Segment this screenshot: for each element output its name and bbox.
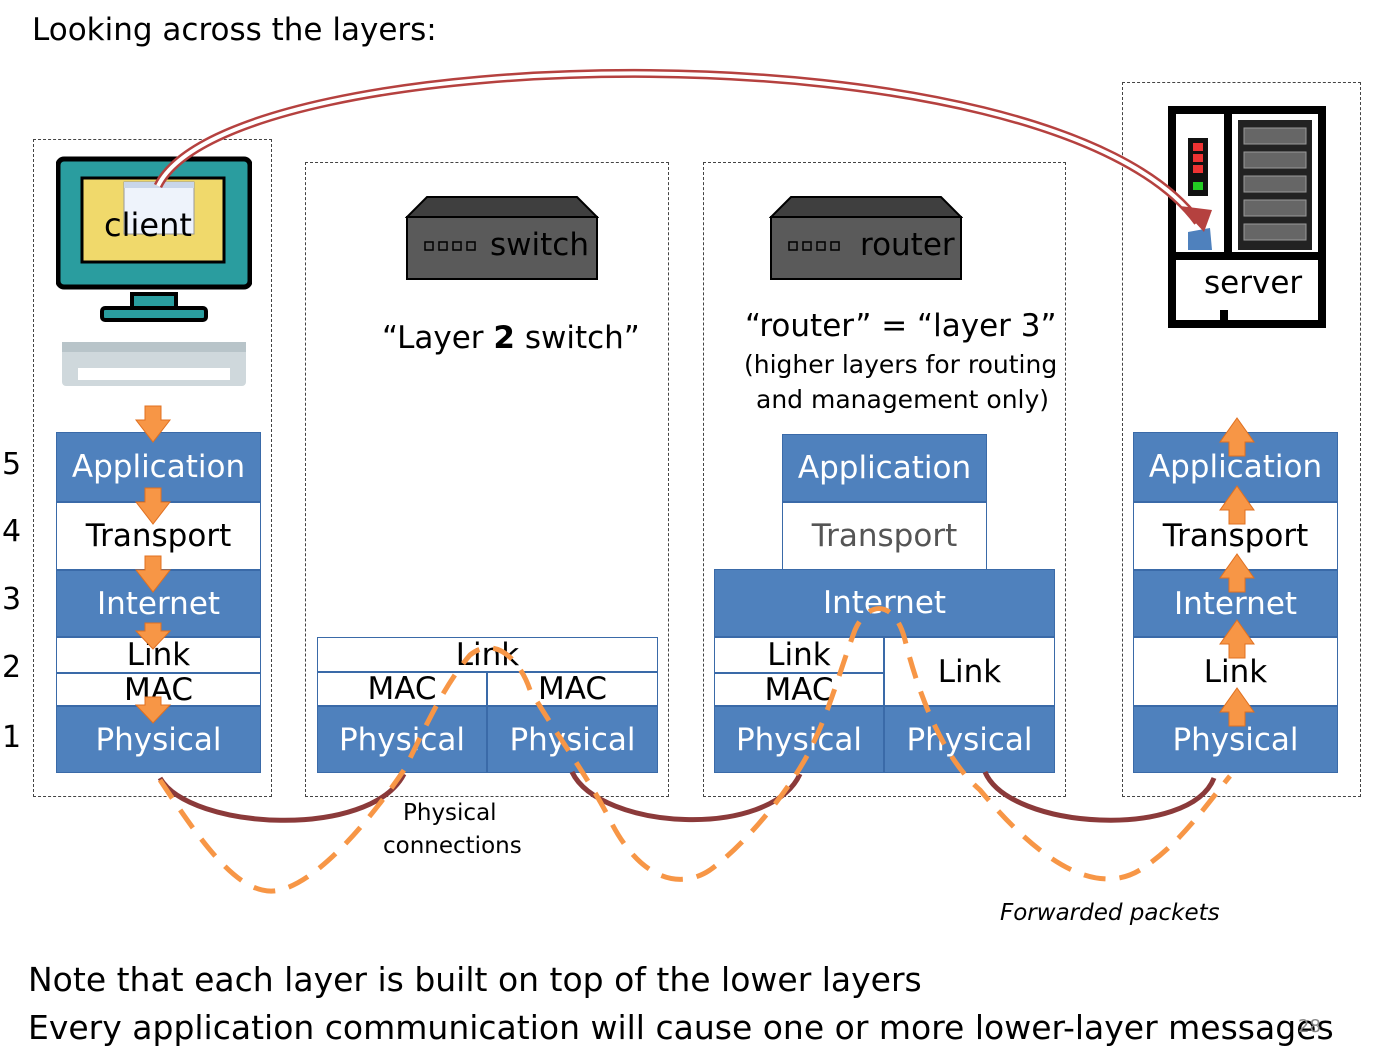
router-application-layer: Application: [782, 434, 987, 502]
router-caption-line2: (higher layers for routing: [744, 350, 1058, 379]
server-label: server: [1204, 265, 1303, 301]
layer-number-5: 5: [2, 447, 22, 482]
slide-title: Looking across the layers:: [32, 12, 437, 48]
router-link-right: Link: [884, 637, 1055, 706]
switch-link-layer: Link: [317, 637, 658, 673]
physical-connections-label-line1: Physical: [403, 800, 497, 826]
router-physical-right: Physical: [884, 706, 1055, 773]
forwarded-packets-path: [157, 606, 1232, 894]
server-up-arrows: [1219, 417, 1255, 727]
switch-mac-right: MAC: [487, 671, 658, 707]
app-connection-arc: [153, 69, 1202, 225]
server-box: [1122, 82, 1361, 797]
router-caption-line3: and management only): [756, 385, 1050, 414]
physical-connections-label-line2: connections: [383, 833, 522, 859]
layer-number-2: 2: [2, 650, 22, 685]
router-transport-layer: Transport: [782, 502, 987, 570]
router-link-left: Link: [714, 637, 884, 673]
client-physical-layer: Physical: [56, 706, 261, 773]
server-icon: [1168, 106, 1326, 328]
router-device-icon: [769, 195, 963, 281]
forwarded-packets-label: Forwarded packets: [1000, 900, 1220, 926]
page-number: 28: [1298, 1016, 1321, 1037]
client-label: client: [104, 206, 192, 244]
client-computer-icon: [56, 156, 252, 388]
router-physical-left: Physical: [714, 706, 884, 773]
layer-number-4: 4: [2, 514, 22, 549]
note-line-2: Every application communication will cau…: [28, 1008, 1334, 1047]
switch-caption: “Layer 2 switch”: [382, 320, 640, 356]
physical-connection-arcs: [157, 770, 1217, 823]
client-box: [33, 139, 272, 797]
app-arc-arrowhead: [1180, 206, 1212, 232]
client-down-arrows: [134, 405, 172, 724]
router-device-label: router: [860, 227, 955, 263]
router-internet-layer: Internet: [714, 569, 1055, 637]
layer-number-3: 3: [2, 582, 22, 617]
switch-box: [305, 162, 669, 797]
router-box: [703, 162, 1066, 797]
switch-device-icon: [405, 195, 599, 281]
switch-physical-right: Physical: [487, 706, 658, 773]
switch-device-label: switch: [490, 227, 589, 263]
switch-mac-left: MAC: [317, 671, 487, 707]
router-mac-left: MAC: [714, 672, 884, 708]
layer-number-1: 1: [2, 720, 22, 755]
router-caption-line1: “router” = “layer 3”: [745, 308, 1057, 344]
note-line-1: Note that each layer is built on top of …: [28, 960, 922, 999]
client-application-layer: Application: [56, 432, 261, 502]
